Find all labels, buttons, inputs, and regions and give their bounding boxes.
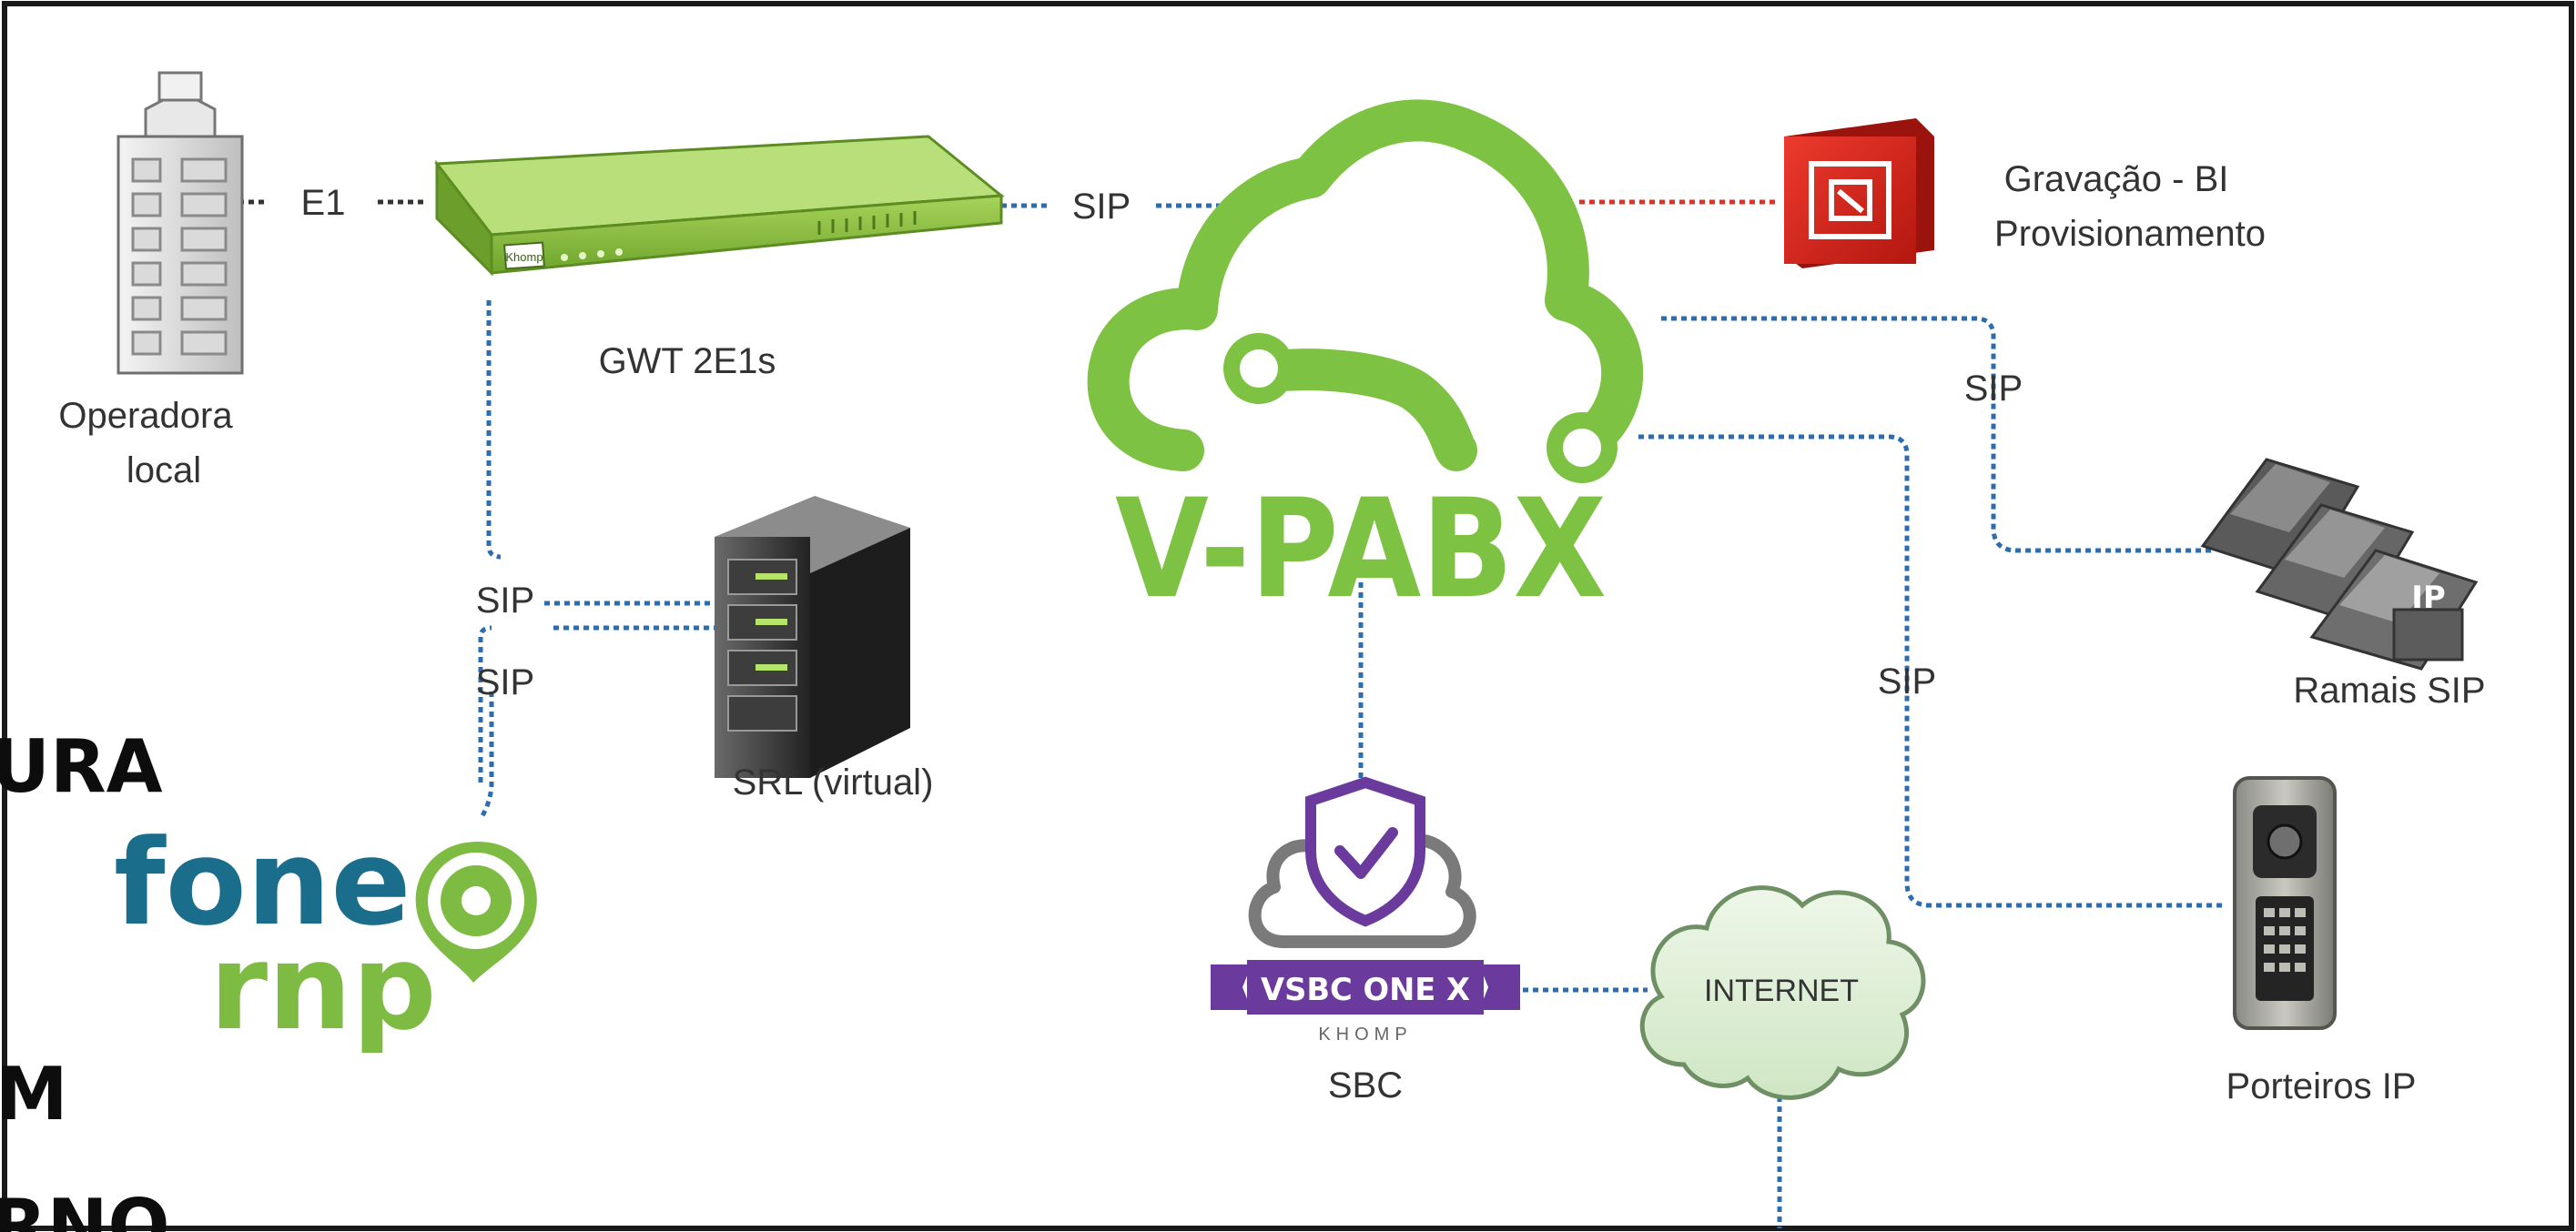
internet-cloud-icon [1639,885,1926,1100]
edge-gw-down [486,300,502,560]
sbc-ribbon-text: VSBC ONE X [1261,972,1470,1008]
edge-label-porteiros-sip: SIP [1878,661,1936,702]
edge-label-srl-sip-lower: SIP [476,662,534,702]
ip-phones-icon [2200,458,2479,671]
edge-srl-fone [478,692,494,821]
vpabx-logo-text: V-PABX [1115,470,1607,629]
gravacao-box-icon [1784,118,1934,268]
vpabx-node-left-icon [1223,333,1294,404]
srl-label: SRL (virtual) [733,762,934,803]
sbc-label: SBC [1328,1065,1403,1106]
internet-label: INTERNET [1704,974,1859,1008]
ramais-label: Ramais SIP [2293,671,2485,711]
edge-label-srl-sip-upper: SIP [476,581,534,621]
vpabx-cloud-icon [1087,99,1644,471]
porteiros-label: Porteiros IP [2226,1066,2417,1106]
cut-text-top: URA [0,724,163,809]
fone-logo-line2: rnp [209,918,437,1056]
edge-label-e1: E1 [301,183,346,223]
cut-text-bottom: RNO [0,1184,170,1232]
operadora-label-line2: local [127,450,201,490]
sbc-cloud-icon [1211,776,1520,1015]
ramais-ip-badge: IP [2411,580,2446,616]
edge-label-gw-sip: SIP [1072,187,1131,227]
fone-pin-icon [415,842,537,983]
connectors [238,199,2226,1228]
edge-label-ramais-sip: SIP [1964,369,2023,409]
gateway-device-icon [434,135,1005,277]
edge-fone-up [478,625,492,783]
sbc-brand-text: KHOMP [1318,1025,1412,1045]
gateway-badge: Khomp [505,250,543,264]
operadora-building-icon [117,71,244,375]
gravacao-label-line2: Provisionamento [1994,214,2266,254]
edge-ramais-sip [1661,316,2212,553]
door-intercom-icon [2233,776,2337,1030]
gravacao-label-line1: Gravação - BI [2004,159,2229,199]
cut-text-middle: M [0,1052,68,1136]
srl-server-icon [715,496,910,778]
fone-logo-line1: fone [114,813,411,952]
edge-porteiros-sip [1638,434,2226,908]
vpabx-node-right-icon [1547,412,1618,483]
gateway-label: GWT 2E1s [599,341,776,381]
operadora-label-line1: Operadora [58,396,233,436]
